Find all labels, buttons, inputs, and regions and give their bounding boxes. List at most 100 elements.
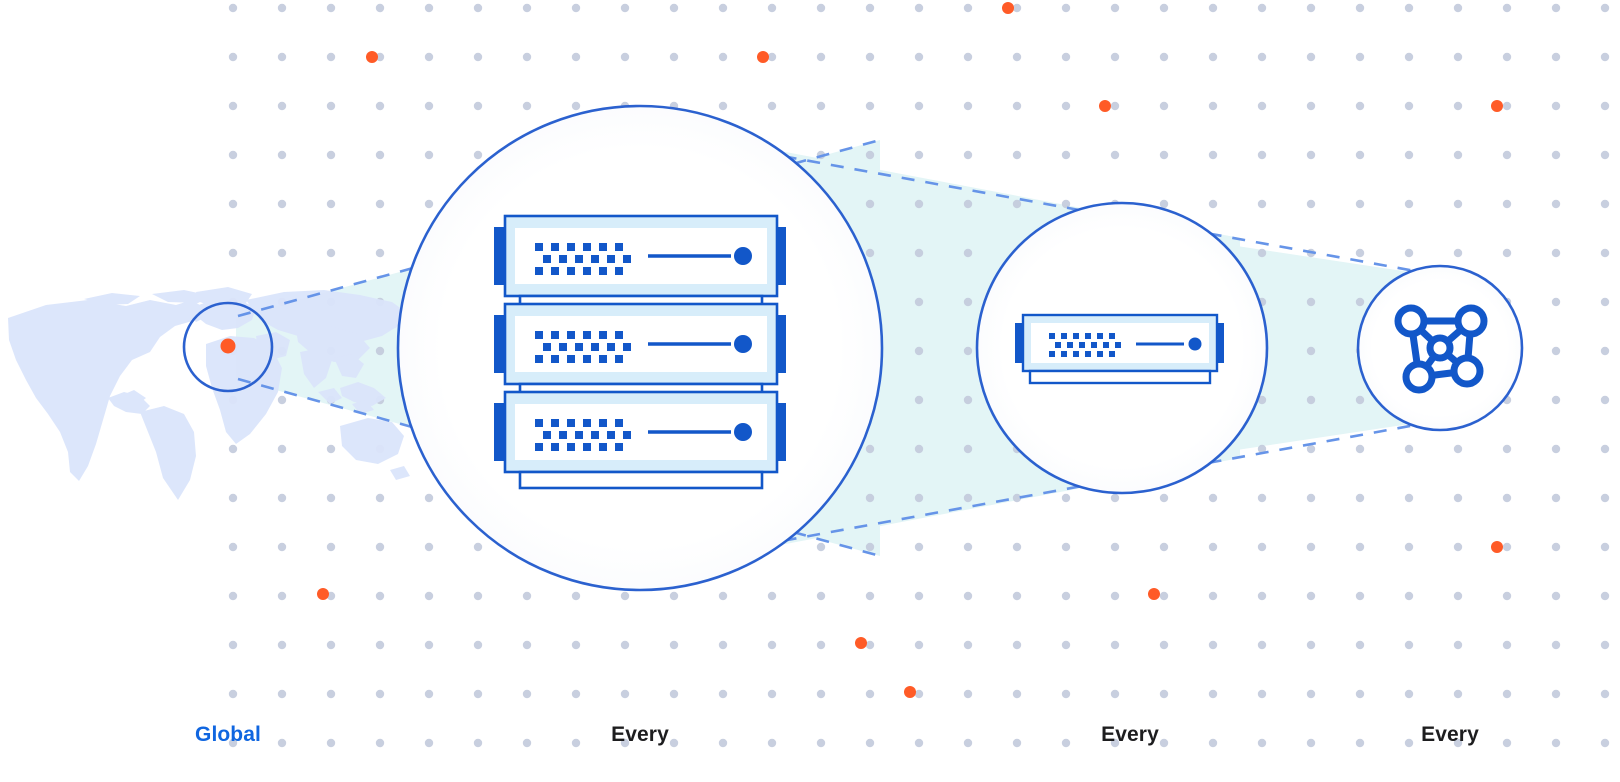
grid-dot — [522, 101, 532, 111]
grid-dot — [1453, 738, 1463, 748]
grid-dot — [669, 689, 679, 699]
grid-dot — [1061, 738, 1071, 748]
grid-dot — [669, 640, 679, 650]
grid-dot — [1257, 542, 1267, 552]
grid-dot — [1306, 101, 1316, 111]
grid-dot — [1208, 150, 1218, 160]
grid-dot — [571, 689, 581, 699]
grid-dot — [1551, 689, 1561, 699]
grid-dot — [963, 444, 973, 454]
server-unit-2 — [494, 302, 786, 386]
accent-dot — [855, 637, 867, 649]
grid-dot — [1061, 52, 1071, 62]
grid-dot — [963, 101, 973, 111]
grid-dot — [1159, 738, 1169, 748]
grid-dot — [963, 395, 973, 405]
grid-dot — [1306, 444, 1316, 454]
grid-dot — [277, 444, 287, 454]
grid-dot — [1404, 101, 1414, 111]
grid-dot — [914, 591, 924, 601]
grid-dot — [1208, 738, 1218, 748]
grid-dot — [375, 101, 385, 111]
grid-dot — [963, 591, 973, 601]
grid-dot — [963, 52, 973, 62]
grid-dot — [865, 444, 875, 454]
grid-dot — [963, 493, 973, 503]
grid-dot — [914, 150, 924, 160]
grid-dot — [571, 738, 581, 748]
accent-dot — [1491, 541, 1503, 553]
grid-dot — [1453, 444, 1463, 454]
grid-dot — [865, 52, 875, 62]
grid-dot — [326, 248, 336, 258]
grid-dot — [1404, 689, 1414, 699]
grid-dot — [1600, 591, 1610, 601]
grid-dot — [1012, 591, 1022, 601]
grid-dot — [1551, 199, 1561, 209]
grid-dot — [767, 101, 777, 111]
grid-dot — [1110, 542, 1120, 552]
grid-dot — [571, 101, 581, 111]
grid-dot — [1502, 3, 1512, 13]
grid-dot — [816, 689, 826, 699]
grid-dot — [1355, 248, 1365, 258]
grid-dot — [718, 640, 728, 650]
grid-dot — [914, 640, 924, 650]
grid-dot — [1502, 689, 1512, 699]
grid-dot — [620, 591, 630, 601]
grid-dot — [963, 150, 973, 160]
grid-dot — [1551, 542, 1561, 552]
grid-dot — [1502, 542, 1512, 552]
grid-dot — [669, 3, 679, 13]
grid-dot — [1208, 542, 1218, 552]
grid-dot — [865, 689, 875, 699]
grid-dot — [1061, 689, 1071, 699]
grid-dot — [816, 640, 826, 650]
grid-dot — [718, 3, 728, 13]
grid-dot — [1355, 3, 1365, 13]
grid-dot — [1502, 248, 1512, 258]
grid-dot — [1257, 591, 1267, 601]
grid-dot — [522, 689, 532, 699]
grid-dot — [914, 346, 924, 356]
grid-dot — [1404, 150, 1414, 160]
grid-dot — [228, 444, 238, 454]
grid-dot — [816, 591, 826, 601]
grid-dot — [1110, 689, 1120, 699]
grid-dot — [1355, 395, 1365, 405]
grid-dot — [277, 199, 287, 209]
grid-dot — [473, 3, 483, 13]
grid-dot — [424, 591, 434, 601]
grid-dot — [1257, 52, 1267, 62]
grid-dot — [1306, 346, 1316, 356]
grid-dot — [620, 640, 630, 650]
grid-dot — [1012, 689, 1022, 699]
grid-dot — [1257, 248, 1267, 258]
grid-dot — [718, 591, 728, 601]
grid-dot — [963, 3, 973, 13]
grid-dot — [326, 493, 336, 503]
stage-every-server — [975, 201, 1269, 495]
grid-dot — [1110, 3, 1120, 13]
grid-dot — [1061, 101, 1071, 111]
grid-dot — [1600, 395, 1610, 405]
grid-dot — [865, 591, 875, 601]
grid-dot — [1257, 101, 1267, 111]
grid-dot — [277, 395, 287, 405]
grid-dot — [1208, 591, 1218, 601]
stage-every-data-center — [396, 104, 884, 592]
grid-dot — [1600, 689, 1610, 699]
grid-dot — [473, 150, 483, 160]
grid-dot — [571, 591, 581, 601]
grid-dot — [277, 3, 287, 13]
grid-dot — [767, 52, 777, 62]
grid-dot — [816, 101, 826, 111]
grid-dot — [277, 101, 287, 111]
grid-dot — [816, 3, 826, 13]
grid-dot — [1110, 101, 1120, 111]
grid-dot — [1306, 199, 1316, 209]
grid-dot — [473, 640, 483, 650]
grid-dot — [228, 591, 238, 601]
